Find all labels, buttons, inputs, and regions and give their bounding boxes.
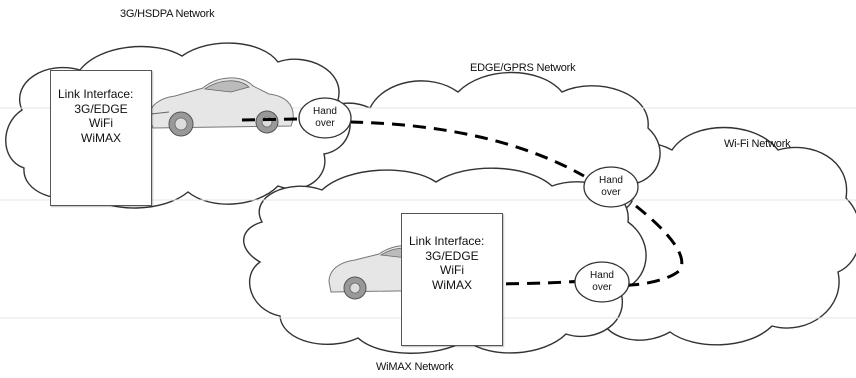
link-interface-option: WiFi: [89, 116, 113, 130]
handover-text: Hand: [590, 270, 614, 281]
edge-gprs-network-label: EDGE/GPRS Network: [470, 62, 576, 74]
link-interface-box: Link Interface: 3G/EDGE WiFi WiMAX: [401, 213, 503, 346]
link-interface-option: WiMAX: [432, 277, 472, 292]
link-interface-title: Link Interface:: [409, 234, 485, 248]
handover-ellipse: [298, 97, 352, 139]
handover-path: [241, 117, 684, 287]
link-interface-option: 3G/EDGE: [74, 101, 128, 116]
link-interface-option: WiMAX: [81, 130, 121, 145]
link-interface-box: Link Interface: 3G/EDGE WiFi WiMAX: [50, 70, 152, 206]
car-image: [148, 77, 294, 137]
handover-text: Hand: [313, 106, 337, 117]
hsdpa-network-label: 3G/HSDPA Network: [120, 8, 215, 20]
handover-text: over: [601, 187, 621, 198]
link-interface-option: 3G/EDGE: [425, 248, 479, 263]
handover-text: over: [315, 118, 335, 129]
handover-label: Hand over: [303, 106, 347, 130]
link-interface-title: Link Interface:: [58, 87, 134, 101]
handover-label: Hand over: [580, 270, 624, 294]
wifi-network-label: Wi-Fi Network: [724, 138, 791, 150]
handover-ellipse: [583, 166, 639, 208]
handover-ellipse: [574, 261, 630, 303]
handover-label: Hand over: [589, 175, 633, 199]
wimax-network-label: WiMAX Network: [376, 361, 454, 373]
handover-text: over: [592, 282, 612, 293]
link-interface-option: WiFi: [440, 263, 464, 277]
handover-text: Hand: [599, 175, 623, 186]
